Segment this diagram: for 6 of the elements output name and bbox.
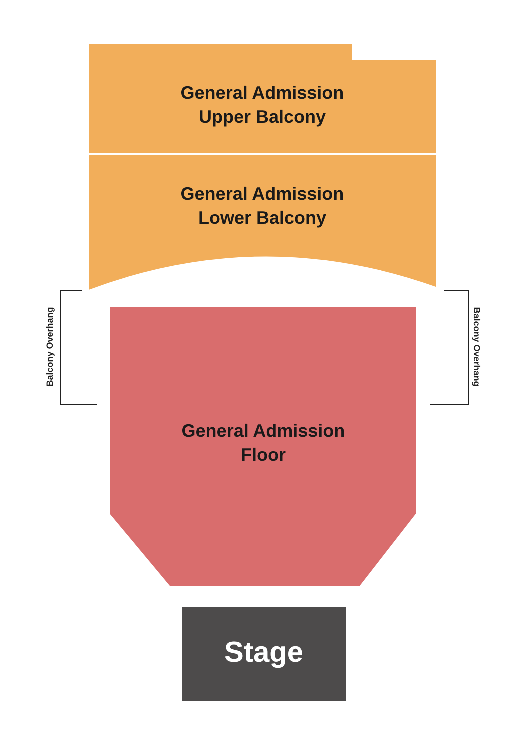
stage-label: Stage	[224, 636, 304, 671]
overhang-label: Balcony Overhang	[44, 307, 55, 387]
section-label: General Admission Upper Balcony	[180, 82, 346, 129]
section-label: General Admission Floor	[180, 420, 346, 467]
section-label: General Admission Lower Balcony	[180, 183, 346, 230]
overhang-label: Balcony Overhang	[472, 307, 482, 387]
